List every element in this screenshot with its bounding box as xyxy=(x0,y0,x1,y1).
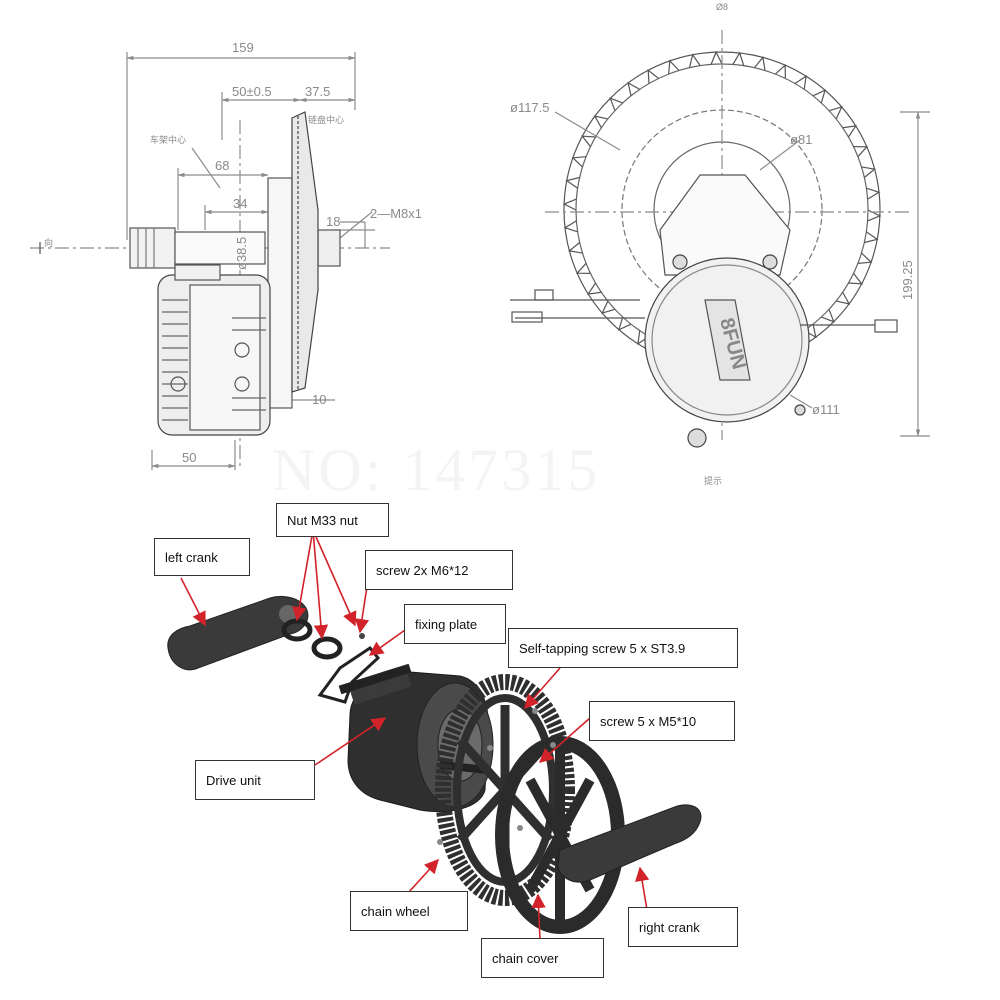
dim-chainline: 37.5 xyxy=(305,84,330,99)
dim-overall-width: 159 xyxy=(232,40,254,55)
callout-fixing-plate: fixing plate xyxy=(404,604,506,644)
chainring-tooth xyxy=(575,262,591,274)
dim-chainring: ø117.5 xyxy=(510,100,550,115)
chainring-tooth xyxy=(821,309,835,323)
chainring-tooth xyxy=(857,252,873,264)
chainring-tooth xyxy=(688,53,701,68)
chainring-tooth xyxy=(601,300,616,315)
chainring-tooth xyxy=(836,291,851,305)
chainring-tooth xyxy=(668,59,680,75)
chainring-tooth xyxy=(848,272,863,285)
callout-left-crank: left crank xyxy=(154,538,250,576)
dim-mount-circle: ø81 xyxy=(790,132,812,147)
chainring-tooth xyxy=(861,166,877,178)
dim-height: 199.25 xyxy=(900,260,915,300)
chainring-tooth xyxy=(794,74,807,90)
chainring-tooth xyxy=(647,69,660,84)
chainring-tooth xyxy=(571,156,587,168)
chainring-tooth xyxy=(562,198,577,211)
chainring-tooth xyxy=(581,135,596,148)
chainring-tooth xyxy=(866,187,881,200)
dim-top-mark: Ø8 xyxy=(716,2,728,12)
chainring-tooth xyxy=(627,81,641,96)
front-bottom-note: 提示 xyxy=(704,476,722,486)
exploded-view xyxy=(167,595,702,934)
chainring-tooth xyxy=(828,105,843,120)
chainring-tooth xyxy=(609,97,623,111)
chainring-tooth xyxy=(812,89,827,104)
chainring-tooth xyxy=(567,242,583,254)
chainring-tooth xyxy=(864,231,879,244)
callout-screw-m5: screw 5 x M5*10 xyxy=(589,701,735,741)
chainring-tooth xyxy=(617,316,632,331)
callout-nut: Nut M33 nut xyxy=(276,503,389,537)
side-view-drawing xyxy=(30,52,390,470)
callout-right-crank: right crank xyxy=(628,907,738,947)
chainring-tooth xyxy=(842,125,858,138)
watermark-text: NO: 147315 xyxy=(272,437,600,503)
callout-chain-cover: chain cover xyxy=(481,938,604,978)
dim-bolts: 2—M8x1 xyxy=(370,206,422,221)
note-frame-center: 车架中心 xyxy=(150,134,186,145)
chainring-tooth xyxy=(754,55,766,71)
note-direction: 向 xyxy=(44,237,53,248)
chainring-tooth xyxy=(774,63,786,79)
note-chainring-center: 链盘中心 xyxy=(308,114,344,125)
chainring-tooth xyxy=(563,220,578,233)
chainring-tooth xyxy=(586,282,602,295)
dim-base: 50 xyxy=(182,450,196,465)
chainring-tooth xyxy=(565,176,580,189)
callout-arrows xyxy=(180,529,650,941)
front-view-drawing xyxy=(510,30,930,448)
dim-spindle: 18 xyxy=(326,214,340,229)
dim-lower-offset: 10 xyxy=(312,392,326,407)
callout-screw-m6: screw 2x M6*12 xyxy=(365,550,513,590)
callout-chain-wheel: chain wheel xyxy=(350,891,468,931)
callout-drive-unit: Drive unit xyxy=(195,760,315,800)
dim-shaft-diameter: ø38.5 xyxy=(234,237,249,270)
chainring-tooth xyxy=(593,115,608,129)
chainring-tooth xyxy=(853,146,869,158)
dim-inner-width: 34 xyxy=(233,196,247,211)
dim-motor: ø111 xyxy=(812,402,840,417)
dim-offset: 50±0.5 xyxy=(232,84,272,99)
chainring-tooth xyxy=(710,50,723,65)
chainring-tooth xyxy=(732,51,745,66)
callout-self-tapping-screw: Self-tapping screw 5 x ST3.9 xyxy=(508,628,738,668)
dim-shell-span: 68 xyxy=(215,158,229,173)
